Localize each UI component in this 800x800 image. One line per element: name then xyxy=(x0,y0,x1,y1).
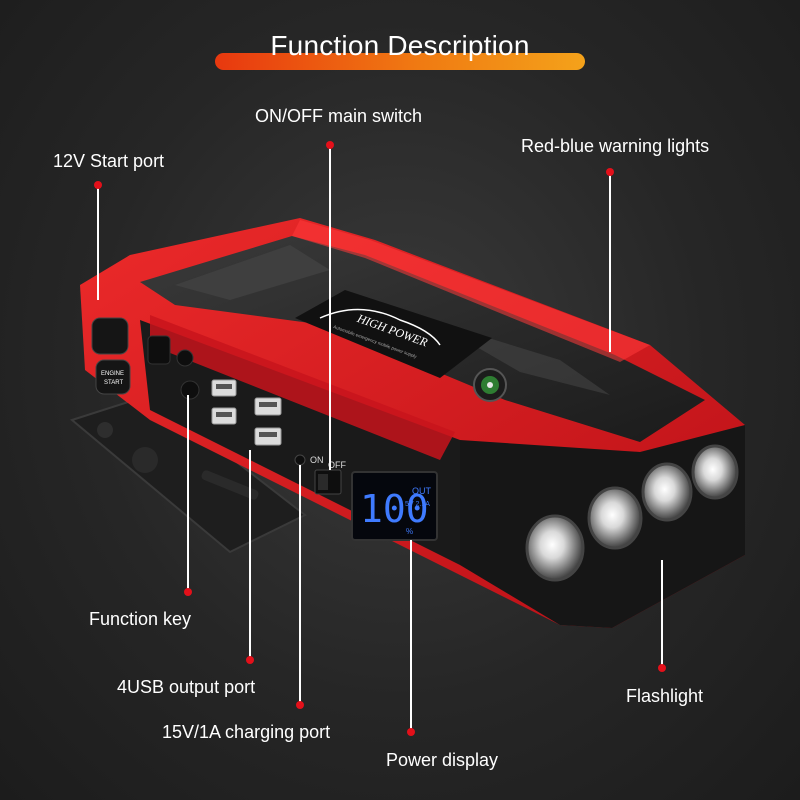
device-body xyxy=(80,218,745,628)
power-switch xyxy=(314,469,342,495)
compass xyxy=(473,368,507,402)
charging-port xyxy=(294,454,306,466)
usb-ports xyxy=(211,379,282,446)
engine-button-line2: START xyxy=(104,380,123,386)
left-ports xyxy=(147,335,200,400)
label-main-switch: ON/OFF main switch xyxy=(255,106,423,126)
display-value: 100 xyxy=(360,487,429,531)
label-flashlight: Flashlight xyxy=(626,686,704,706)
label-12v-start-port: 12V Start port xyxy=(53,151,165,171)
switch-off-label: OFF xyxy=(328,460,346,470)
flashlight-lamps xyxy=(525,444,739,582)
engine-button-line1: ENGINE xyxy=(101,371,124,377)
title-underline-bar xyxy=(215,53,585,70)
page-title: Function Description xyxy=(270,30,530,61)
label-charging-port: 15V/1A charging port xyxy=(162,722,331,742)
label-power-display: Power display xyxy=(386,750,499,770)
label-usb-output-port: 4USB output port xyxy=(117,677,256,697)
lcd-display xyxy=(351,471,438,541)
engine-start-buttons xyxy=(91,317,131,395)
display-out: OUT xyxy=(412,486,432,496)
display-spec: 5V 2.1A xyxy=(405,501,430,508)
switch-on-label: ON xyxy=(310,455,324,465)
leader-lines xyxy=(94,141,666,736)
display-unit: % xyxy=(406,527,413,536)
label-function-key: Function key xyxy=(89,609,192,629)
brand-badge xyxy=(295,290,492,378)
label-warning-lights: Red-blue warning lights xyxy=(521,136,710,156)
